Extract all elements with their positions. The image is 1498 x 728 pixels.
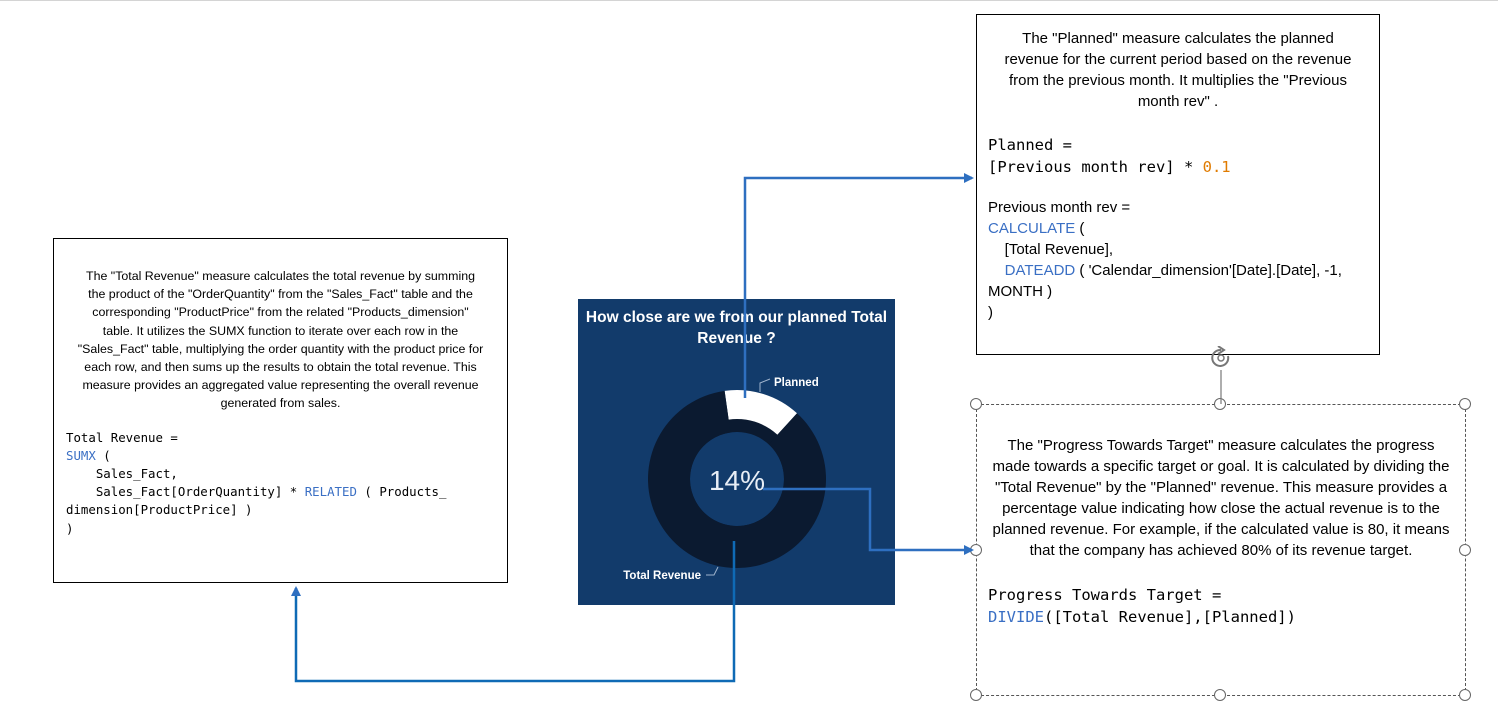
- code-line: [Previous month rev] * 0.1: [988, 156, 1368, 178]
- resize-handle-middle-right[interactable]: [1459, 544, 1471, 556]
- slice-planned[interactable]: [724, 390, 798, 435]
- connector-total-revenue-arrow[interactable]: [291, 541, 736, 683]
- code-line: CALCULATE (: [988, 218, 1368, 239]
- resize-handle-bottom-middle[interactable]: [1214, 689, 1226, 701]
- code-keyword-divide: DIVIDE: [988, 608, 1044, 626]
- code-line: Sales_Fact[OrderQuantity] * RELATED ( Pr…: [66, 483, 495, 501]
- total-revenue-leader-line: [706, 566, 719, 576]
- connector-planned-arrow[interactable]: [743, 173, 974, 398]
- code-text: ( Products_: [356, 484, 447, 500]
- code-line: ): [66, 520, 74, 536]
- legend-label-planned: Planned: [774, 377, 819, 389]
- code-text: (: [1075, 220, 1085, 237]
- center-value-label: 14%: [709, 465, 765, 496]
- code-keyword-related: RELATED: [304, 484, 357, 500]
- resize-handle-top-left[interactable]: [970, 398, 982, 410]
- code-line: Total Revenue =: [66, 429, 178, 445]
- legend-label-total-revenue: Total Revenue: [623, 570, 701, 582]
- code-line: DATEADD ( 'Calendar_dimension'[Date].[Da…: [988, 260, 1368, 281]
- planned-description: The "Planned" measure calculates the pla…: [1004, 30, 1352, 110]
- progress-code: Progress Towards Target = DIVIDE([Total R…: [988, 584, 1454, 628]
- code-line: ): [988, 304, 993, 321]
- code-number: 0.1: [1202, 158, 1231, 176]
- code-text: ([Total Revenue],[Planned]): [1044, 608, 1296, 626]
- resize-handle-top-middle[interactable]: [1214, 398, 1226, 410]
- code-text: (: [95, 447, 111, 463]
- code-line: Sales_Fact,: [66, 466, 178, 482]
- rotate-icon[interactable]: [1211, 346, 1230, 367]
- progress-towards-target-textbox[interactable]: The "Progress Towards Target" measure ca…: [976, 404, 1466, 696]
- code-line: [Total Revenue],: [988, 241, 1114, 258]
- code-text: [Previous month rev] *: [988, 158, 1203, 176]
- code-line: MONTH ): [988, 283, 1053, 300]
- code-text: ( 'Calendar_dimension'[Date].[Date], -1,: [1075, 262, 1342, 279]
- code-line: Previous month rev =: [988, 199, 1131, 216]
- code-line: DIVIDE([Total Revenue],[Planned]): [988, 606, 1454, 628]
- total-revenue-textbox[interactable]: The "Total Revenue" measure calculates t…: [53, 238, 508, 583]
- total-revenue-code: Total Revenue = SUMX ( Sales_Fact, Sales_…: [66, 429, 495, 538]
- code-line: Progress Towards Target =: [988, 586, 1222, 604]
- planned-textbox[interactable]: The "Planned" measure calculates the pla…: [976, 14, 1380, 355]
- resize-handle-top-right[interactable]: [1459, 398, 1471, 410]
- previous-month-rev-code: Previous month rev = CALCULATE ( [Total …: [988, 197, 1368, 323]
- slice-total-revenue[interactable]: [648, 390, 826, 568]
- code-keyword-dateadd: DATEADD: [1004, 262, 1076, 279]
- code-line: SUMX (: [66, 447, 495, 465]
- resize-handle-bottom-right[interactable]: [1459, 689, 1471, 701]
- code-keyword-calculate: CALCULATE: [988, 220, 1076, 237]
- resize-handle-bottom-left[interactable]: [970, 689, 982, 701]
- chart-title: How close are we from our planned Total …: [585, 309, 888, 347]
- code-line: dimension[ProductPrice] ): [66, 502, 253, 518]
- planned-code: Planned = [Previous month rev] * 0.1: [988, 134, 1368, 178]
- total-revenue-description: The "Total Revenue" measure calculates t…: [77, 269, 484, 411]
- connector-progress-arrow[interactable]: [763, 487, 974, 555]
- code-keyword-sumx: SUMX: [66, 447, 96, 463]
- rotate-handle[interactable]: [1204, 346, 1238, 406]
- top-border-line: [0, 0, 1498, 1]
- progress-description: The "Progress Towards Target" measure ca…: [992, 437, 1450, 559]
- code-text: Sales_Fact[OrderQuantity] *: [66, 484, 305, 500]
- code-line: Planned =: [988, 136, 1072, 154]
- planned-leader-line: [759, 378, 771, 392]
